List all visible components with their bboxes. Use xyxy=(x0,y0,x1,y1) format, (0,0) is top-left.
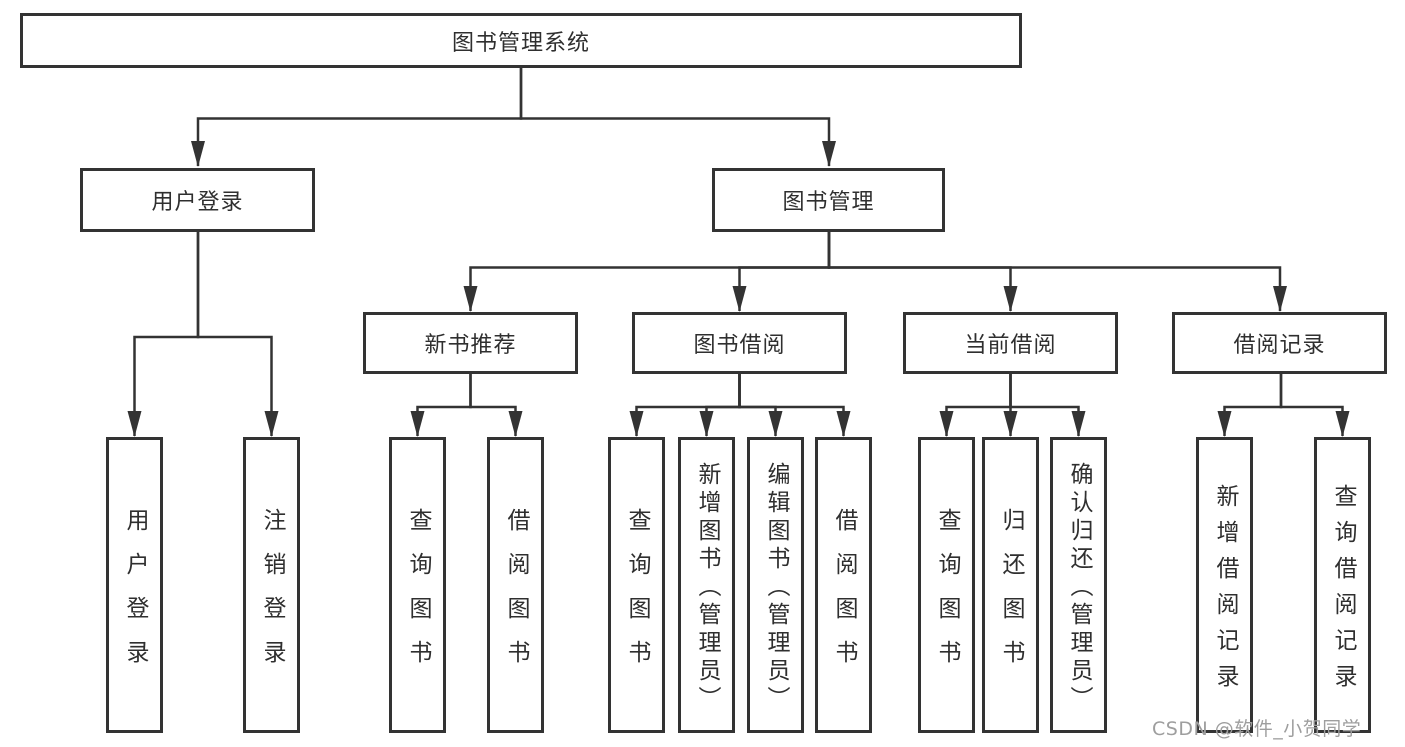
watermark: CSDN @软件_小贺同学 xyxy=(1152,718,1362,740)
node-new-book-recommend: 新书推荐 xyxy=(363,312,578,374)
leaf-records-query-borrow-record: 查询借阅记录 xyxy=(1314,437,1371,733)
leaf-newbook-borrow-books: 借阅图书 xyxy=(487,437,544,733)
leaf-borrow-query-books: 查询图书 xyxy=(608,437,665,733)
node-user-login: 用户登录 xyxy=(80,168,315,232)
node-root-label: 图书管理系统 xyxy=(451,30,590,56)
node-current-borrow: 当前借阅 xyxy=(903,312,1118,374)
node-borrow-records-label: 借阅记录 xyxy=(1233,333,1326,358)
leaf-newbook-query-books: 查询图书 xyxy=(389,437,446,733)
node-book-borrow: 图书借阅 xyxy=(632,312,847,374)
node-new-book-recommend-label: 新书推荐 xyxy=(424,333,517,358)
leaf-borrow-add-books-admin: 新增图书（管理员） xyxy=(678,437,735,733)
leaf-current-confirm-return-admin: 确认归还（管理员） xyxy=(1050,437,1107,733)
node-current-borrow-label: 当前借阅 xyxy=(964,333,1057,358)
leaf-logout: 注销登录 xyxy=(243,437,300,733)
node-book-borrow-label: 图书借阅 xyxy=(693,333,786,358)
leaf-borrow-edit-books-admin: 编辑图书（管理员） xyxy=(747,437,804,733)
node-user-login-label: 用户登录 xyxy=(151,190,244,215)
node-book-management: 图书管理 xyxy=(712,168,945,232)
leaf-current-return-books: 归还图书 xyxy=(982,437,1039,733)
node-borrow-records: 借阅记录 xyxy=(1172,312,1387,374)
leaf-borrow-borrow-books: 借阅图书 xyxy=(815,437,872,733)
node-book-management-label: 图书管理 xyxy=(782,190,875,215)
node-root: 图书管理系统 xyxy=(20,13,1022,68)
leaf-records-add-borrow-record: 新增借阅记录 xyxy=(1196,437,1253,733)
leaf-user-login: 用户登录 xyxy=(106,437,163,733)
leaf-current-query-books: 查询图书 xyxy=(918,437,975,733)
